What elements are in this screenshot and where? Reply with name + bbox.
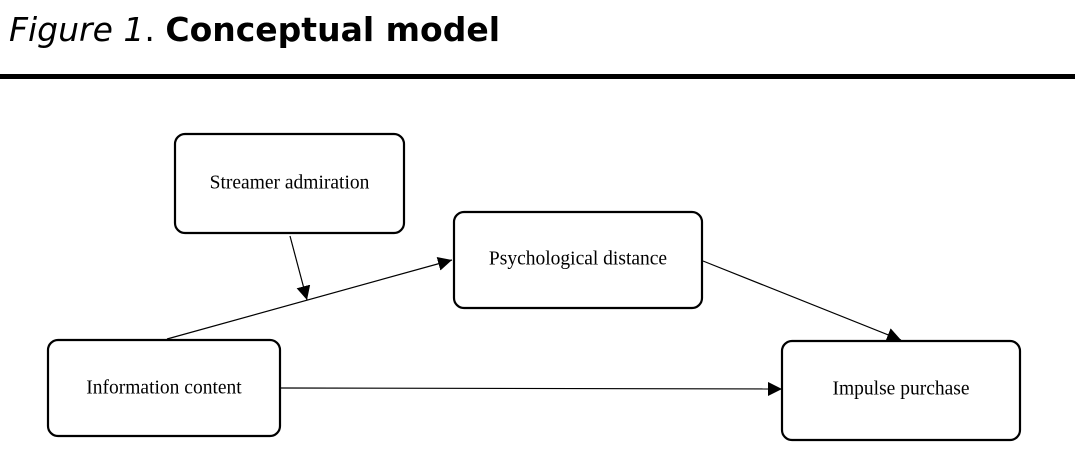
edge-streamer-admiration-moderation: [289, 235, 311, 301]
node-box-information-content: [46, 338, 282, 438]
node-information-content: Information content: [46, 338, 282, 438]
figure-caption-separator: .: [144, 10, 166, 49]
figure-caption: Figure 1. Conceptual model: [9, 6, 500, 54]
figure-title: Conceptual model: [165, 10, 501, 49]
node-label-psychological-distance: Psychological distance: [489, 248, 667, 269]
node-label-impulse-purchase: Impulse purchase: [833, 378, 970, 399]
figure-label: Figure 1: [9, 10, 145, 49]
edge-psychological-distance-to-impulse-purchase: [702, 260, 902, 342]
node-box-impulse-purchase: [780, 339, 1022, 442]
node-box-psychological-distance: [452, 210, 704, 310]
node-box-streamer-admiration: [173, 132, 406, 235]
caption-rule: [0, 74, 1075, 79]
node-impulse-purchase: Impulse purchase: [780, 339, 1022, 442]
node-psychological-distance: Psychological distance: [452, 210, 704, 310]
node-label-streamer-admiration: Streamer admiration: [210, 172, 370, 193]
edge-information-to-impulse-purchase: [280, 381, 783, 396]
edge-information-to-psychological-distance: [166, 256, 453, 340]
node-streamer-admiration: Streamer admiration: [173, 132, 406, 235]
node-label-information-content: Information content: [86, 377, 242, 398]
